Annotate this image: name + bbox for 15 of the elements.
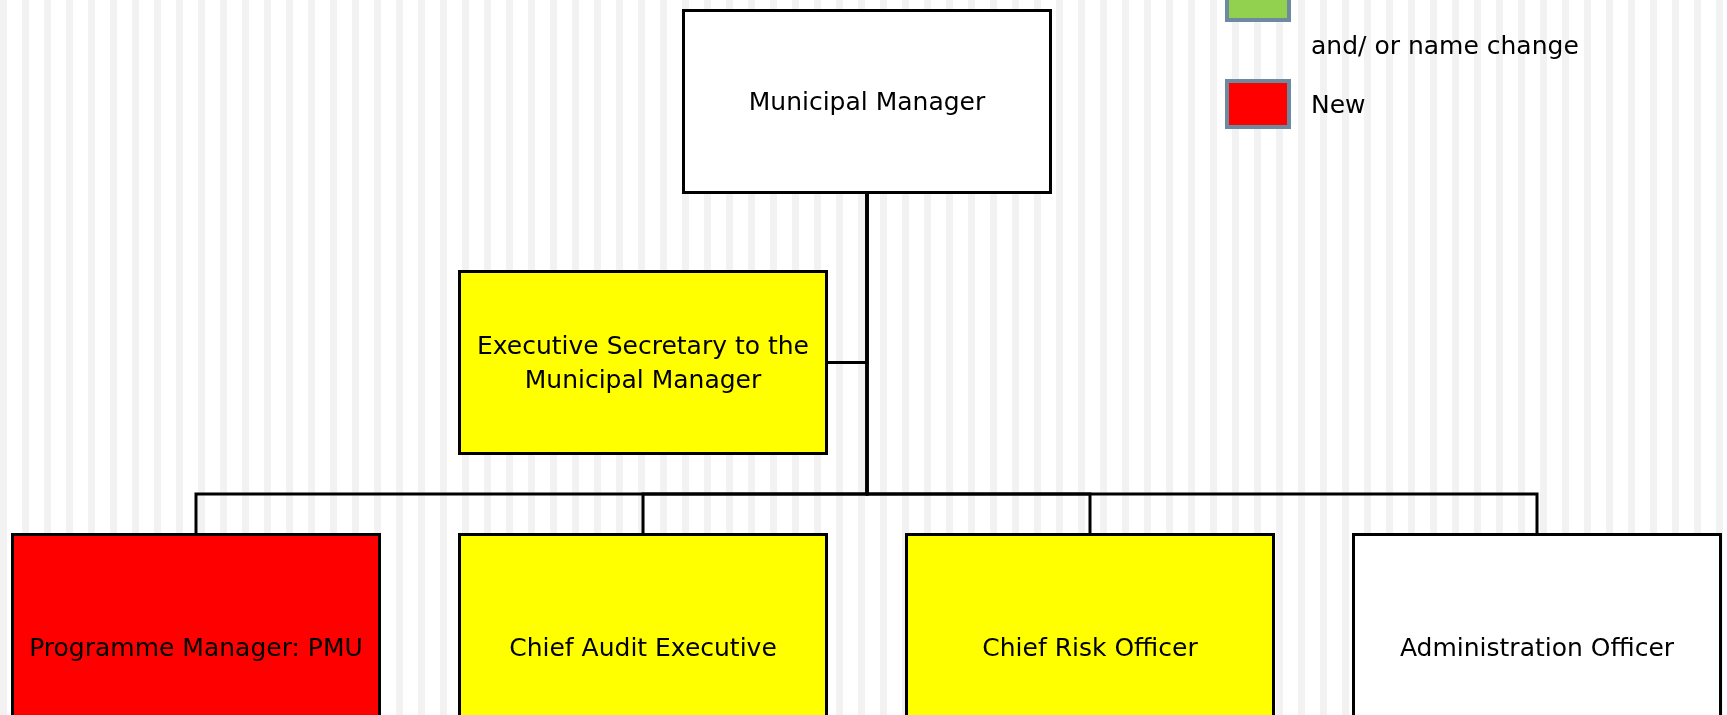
org-box: [458, 533, 828, 715]
role-title: Executive Secretary to the Municipal Manager: [476, 329, 810, 396]
org-box: [905, 533, 1275, 715]
org-box: [458, 270, 828, 455]
role-title: Programme Manager: PMU: [29, 632, 363, 665]
role-title: Administration Officer: [1399, 632, 1675, 665]
org-box: [11, 533, 381, 715]
role-title: Municipal Manager: [748, 85, 986, 118]
connector-line: [865, 194, 1539, 533]
role-title: Chief Audit Executive: [509, 632, 777, 665]
legend-text: and/ or name change: [1311, 31, 1579, 60]
org-box: [682, 9, 1052, 194]
role-title: Chief Risk Officer: [982, 632, 1198, 665]
legend-text: New: [1311, 89, 1366, 119]
org-box: [1352, 533, 1722, 715]
